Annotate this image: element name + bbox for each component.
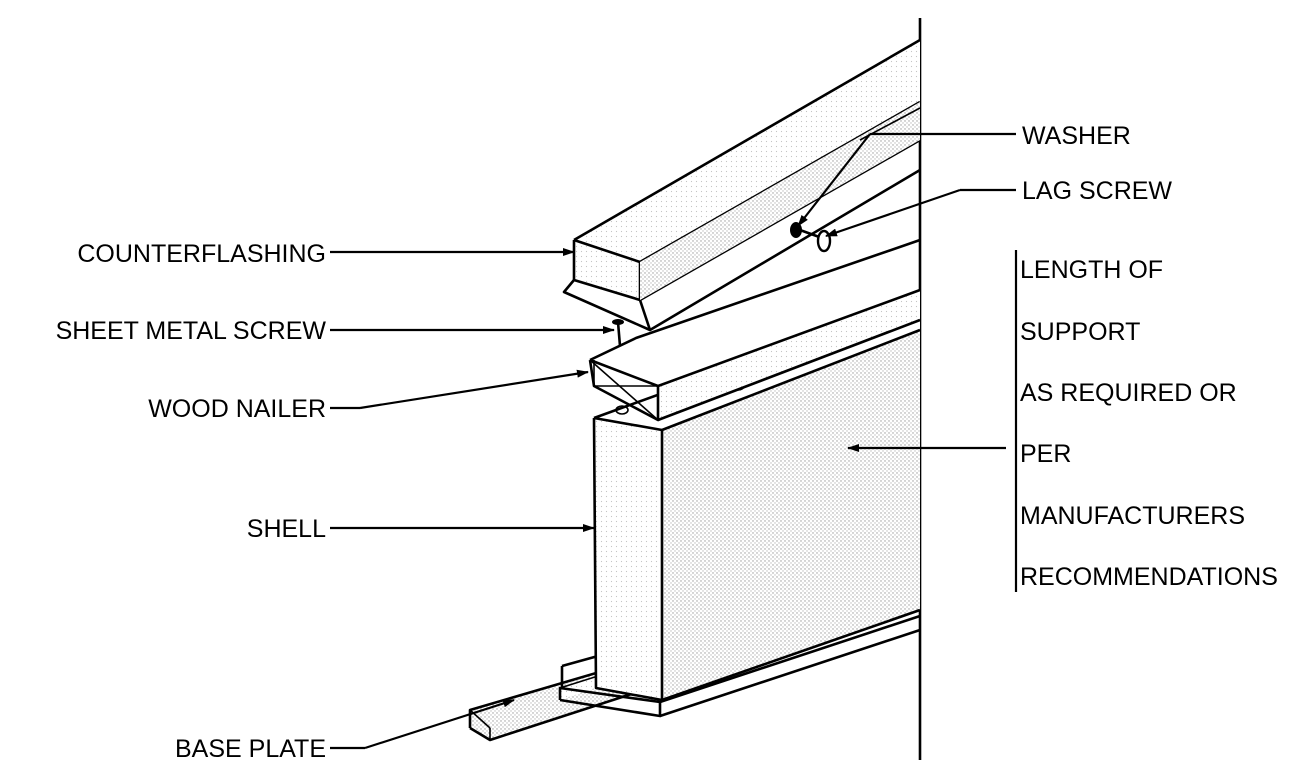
base-plate-label: BASE PLATE [175,735,326,760]
wood-nailer [588,238,921,422]
length-note-line: AS REQUIRED OR [1020,379,1237,407]
counterflashing [562,38,921,332]
length-note-line: LENGTH OF [1020,256,1163,284]
wood-nailer-label: WOOD NAILER [148,395,326,423]
length-note-line: MANUFACTURERS [1020,502,1245,530]
sheet-metal-screw [612,319,624,347]
length-note-line: SUPPORT [1020,318,1140,346]
length-note-line: PER [1020,440,1071,468]
sheet-metal-screw-label: SHEET METAL SCREW [56,317,327,345]
shell-label: SHELL [247,515,326,543]
length-note: LENGTH OF SUPPORT AS REQUIRED OR PER MAN… [1020,256,1278,591]
lag-screw-label: LAG SCREW [1022,177,1172,205]
counterflashing-label: COUNTERFLASHING [77,240,326,268]
length-note-line: RECOMMENDATIONS [1020,563,1278,591]
washer-label: WASHER [1022,122,1131,150]
leader-lines [330,132,1018,750]
